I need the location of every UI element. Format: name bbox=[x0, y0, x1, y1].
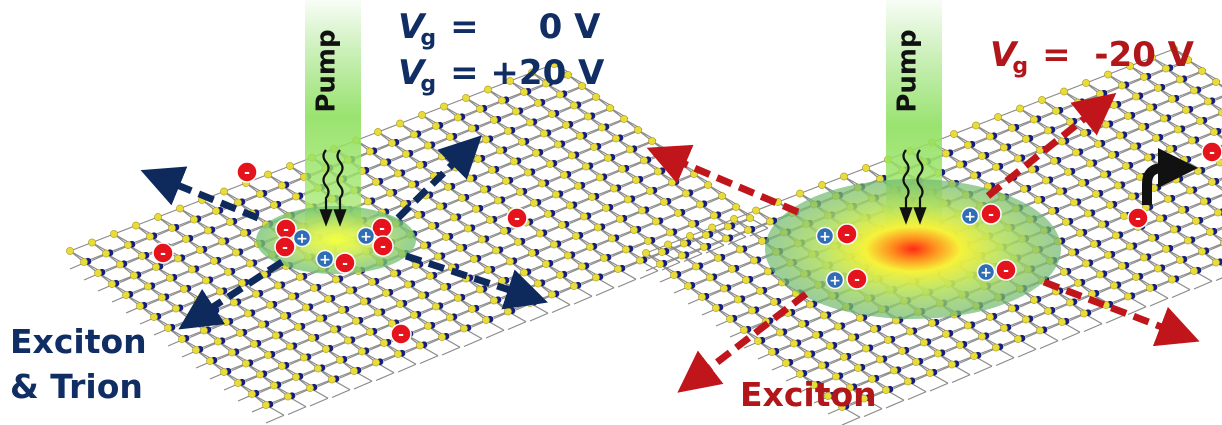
svg-text:+: + bbox=[980, 265, 992, 281]
electron-escape-arrow bbox=[1142, 148, 1198, 205]
diffusion-arrow-upper-right bbox=[395, 135, 482, 221]
electron-charge: - bbox=[506, 207, 528, 229]
svg-text:-: - bbox=[283, 222, 289, 238]
electron-charge: - bbox=[152, 242, 174, 264]
svg-text:-: - bbox=[380, 239, 386, 255]
svg-text:-: - bbox=[398, 327, 404, 343]
right-particle-label: Exciton bbox=[740, 375, 877, 414]
hole-charge: + bbox=[356, 226, 376, 246]
svg-text:+: + bbox=[964, 209, 976, 225]
svg-text:+: + bbox=[360, 229, 372, 245]
electron-charge: - bbox=[334, 252, 356, 274]
electron-charge: - bbox=[390, 323, 412, 345]
diffusion-arrow-lower-right bbox=[1042, 278, 1200, 347]
left-photon-arrows bbox=[319, 149, 347, 227]
left-gate-voltage-line-1: Vg= 0 V bbox=[398, 7, 601, 51]
charge-carriers: ------+-+-+-+-+-+-+--- bbox=[152, 141, 1222, 345]
hole-charge: + bbox=[815, 226, 835, 246]
svg-text:-: - bbox=[160, 246, 166, 262]
hole-charge: + bbox=[960, 206, 980, 226]
electron-charge: - bbox=[1201, 141, 1222, 163]
svg-text:+: + bbox=[296, 231, 308, 247]
left-gate-voltage-line-2: Vg= +20 V bbox=[398, 53, 605, 97]
svg-text:-: - bbox=[988, 207, 994, 223]
left-particle-label-line-1: Exciton bbox=[10, 322, 147, 361]
electron-charge: - bbox=[836, 223, 858, 245]
electron-charge: - bbox=[372, 235, 394, 257]
svg-text:-: - bbox=[854, 272, 860, 288]
electron-charge: - bbox=[236, 161, 258, 183]
diffusion-arrow-lower-right bbox=[404, 252, 548, 310]
right-diffusion-arrows bbox=[646, 92, 1200, 393]
left-particle-label-line-2: & Trion bbox=[10, 367, 143, 406]
right-pump-label: Pump bbox=[892, 29, 923, 113]
svg-text:-: - bbox=[342, 256, 348, 272]
svg-text:+: + bbox=[319, 252, 331, 268]
electron-charge: - bbox=[846, 268, 868, 290]
electron-charge: - bbox=[274, 236, 296, 258]
left-pump-label: Pump bbox=[311, 29, 342, 113]
left-diffusion-arrows bbox=[140, 135, 548, 330]
svg-text:-: - bbox=[282, 240, 288, 256]
svg-text:-: - bbox=[1003, 263, 1009, 279]
hole-charge: + bbox=[976, 262, 996, 282]
diffusion-arrow-lower-left bbox=[178, 259, 284, 330]
hole-charge: + bbox=[825, 270, 845, 290]
svg-text:-: - bbox=[244, 165, 250, 181]
electron-charge: - bbox=[995, 259, 1017, 281]
svg-text:+: + bbox=[819, 229, 831, 245]
svg-text:+: + bbox=[829, 273, 841, 289]
left-lattice-sheet bbox=[66, 60, 769, 424]
svg-text:-: - bbox=[844, 227, 850, 243]
svg-text:-: - bbox=[379, 221, 385, 237]
electron-charge: - bbox=[1127, 207, 1149, 229]
right-gate-voltage-line: Vg= -20 V bbox=[990, 35, 1194, 79]
hole-charge: + bbox=[315, 249, 335, 269]
electron-charge: - bbox=[980, 203, 1002, 225]
hole-charge: + bbox=[292, 228, 312, 248]
svg-text:-: - bbox=[1135, 211, 1141, 227]
svg-text:-: - bbox=[1209, 145, 1215, 161]
right-excitation-spot bbox=[765, 179, 1061, 319]
left-pump-beam bbox=[305, 0, 361, 232]
svg-text:-: - bbox=[514, 211, 520, 227]
right-photon-arrows bbox=[899, 149, 927, 225]
diffusion-arrow-upper-left bbox=[140, 166, 260, 222]
